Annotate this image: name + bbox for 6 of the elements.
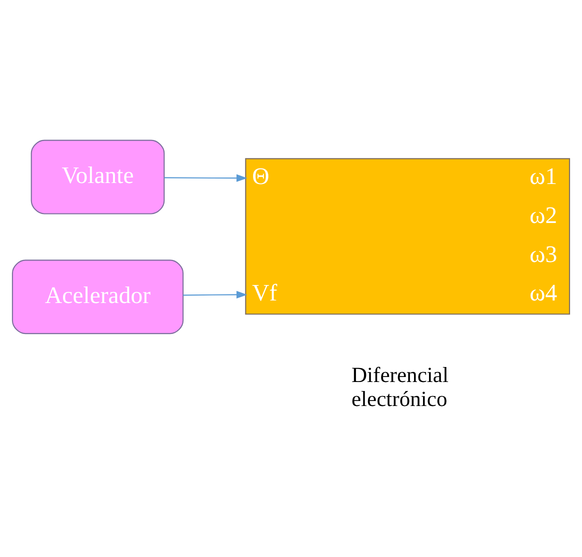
node-box: Acelerador — [12, 260, 184, 334]
node-box: Volante — [30, 140, 165, 214]
node-box: Θ ω1 ω2 ω3 Vf ω4 — [245, 158, 570, 315]
arrow — [183, 290, 248, 298]
node-label: Diferencial electrónico — [351, 363, 448, 411]
arrow — [164, 174, 248, 182]
